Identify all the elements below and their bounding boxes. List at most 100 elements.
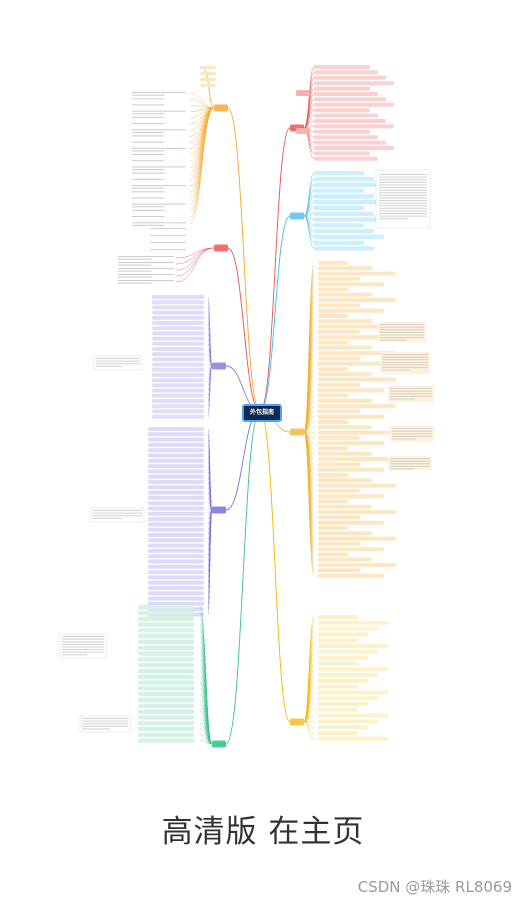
gold-leaf <box>318 298 396 303</box>
gold-note-text <box>382 367 428 369</box>
green-note-text <box>82 718 128 720</box>
amber-leaf <box>318 673 378 677</box>
lavender-leaf <box>152 414 204 419</box>
red-right-sub <box>296 128 310 134</box>
gold-note-text <box>382 361 428 363</box>
gold-note-text <box>380 331 424 333</box>
gold-leaf <box>318 520 384 525</box>
gold-leaf <box>318 361 384 366</box>
blue-right-leaf <box>314 234 384 240</box>
green-note-text <box>62 646 104 648</box>
gold-note-text <box>380 326 424 328</box>
gold-note-text <box>392 428 432 430</box>
gold-leaf <box>318 329 360 334</box>
orange-line-link <box>189 107 215 224</box>
lavender-leaf <box>152 367 204 372</box>
blue-note-text <box>379 181 427 183</box>
gold-leaf <box>318 573 384 578</box>
gold-note-text <box>390 393 432 395</box>
gold-leaf <box>318 271 396 276</box>
gold-note-text <box>390 398 416 400</box>
red-right-leaf <box>314 108 370 113</box>
green-leaf <box>138 732 194 737</box>
green-leaf <box>138 726 194 732</box>
green-leaf <box>138 639 194 645</box>
lavender-leaf <box>152 315 204 320</box>
red-right-leaf <box>314 146 394 150</box>
red-right-leaf <box>314 75 386 80</box>
red-right-leaf <box>314 86 370 91</box>
gold-note-text <box>390 468 414 470</box>
gold-leaf <box>318 314 348 318</box>
green-leaf <box>138 697 194 703</box>
purple-note-text <box>92 510 142 512</box>
amber-leaf <box>318 690 388 695</box>
gold-leaf <box>318 552 348 557</box>
orange-text-line <box>132 104 165 106</box>
gold-leaf <box>318 393 348 398</box>
red-right-leaf <box>314 92 378 96</box>
purple-leaf <box>148 527 204 532</box>
green-leaf <box>138 738 194 743</box>
red-right-leaf <box>314 81 394 86</box>
gold-note-text <box>390 460 430 462</box>
green-leaf <box>138 668 194 674</box>
green-leaf <box>138 605 194 610</box>
purple-leaf <box>148 469 204 474</box>
purple-leaf <box>148 437 204 442</box>
purple-leaf <box>148 442 204 447</box>
gold-leaf <box>318 457 396 462</box>
green-note-text <box>82 728 110 730</box>
red-left-detail <box>118 282 152 284</box>
branch-blue-node <box>290 212 304 220</box>
green-link <box>199 722 213 745</box>
blue-note-text <box>379 189 427 191</box>
red-left-detail <box>118 262 174 264</box>
purple-leaf <box>148 432 204 437</box>
green-leaf <box>138 721 194 726</box>
gold-note-text <box>382 354 428 356</box>
blue-right-leaf <box>314 171 364 176</box>
blue-note-text <box>379 210 427 212</box>
gold-link <box>303 411 315 433</box>
amber-leaf <box>318 661 358 666</box>
purple-leaf <box>148 495 204 500</box>
branch-red-left-node <box>214 244 228 252</box>
purple-leaf <box>148 517 204 522</box>
orange-text-line <box>132 135 165 137</box>
orange-text-line <box>132 116 165 118</box>
amber-link <box>303 669 315 723</box>
blue-right-leaf <box>314 200 384 205</box>
purple-note-text <box>92 512 142 514</box>
lavender-note-text <box>96 360 140 362</box>
green-link <box>199 699 213 745</box>
red-left-detail <box>118 256 174 258</box>
blue-right-leaf <box>314 182 384 187</box>
orange-text-line <box>132 172 165 174</box>
gold-link <box>303 400 315 433</box>
green-note-text <box>62 643 104 645</box>
blue-note-text <box>379 215 427 217</box>
gold-note-text <box>382 356 428 358</box>
gold-link <box>303 405 315 433</box>
green-link <box>199 693 213 745</box>
lavender-note-text <box>96 365 123 367</box>
blue-note-text <box>379 213 427 215</box>
lavender-leaf <box>152 404 204 409</box>
center-node[interactable]: 外包指南 <box>242 404 282 422</box>
purple-leaf <box>148 511 204 516</box>
branch-orange-link <box>227 107 261 412</box>
purple-leaf <box>148 575 204 580</box>
green-leaf <box>138 616 194 621</box>
watermark: CSDN @珠珠 RL8069 <box>357 878 512 896</box>
amber-leaf <box>318 644 388 648</box>
green-note-text <box>62 638 104 640</box>
red-right-leaf <box>314 151 370 156</box>
purple-leaf <box>148 464 204 469</box>
gold-leaf <box>318 335 384 340</box>
blue-note-text <box>379 205 427 207</box>
orange-text-line <box>132 185 186 187</box>
purple-leaf <box>148 554 204 559</box>
gold-leaf <box>318 536 396 541</box>
lavender-note-text <box>96 358 140 360</box>
